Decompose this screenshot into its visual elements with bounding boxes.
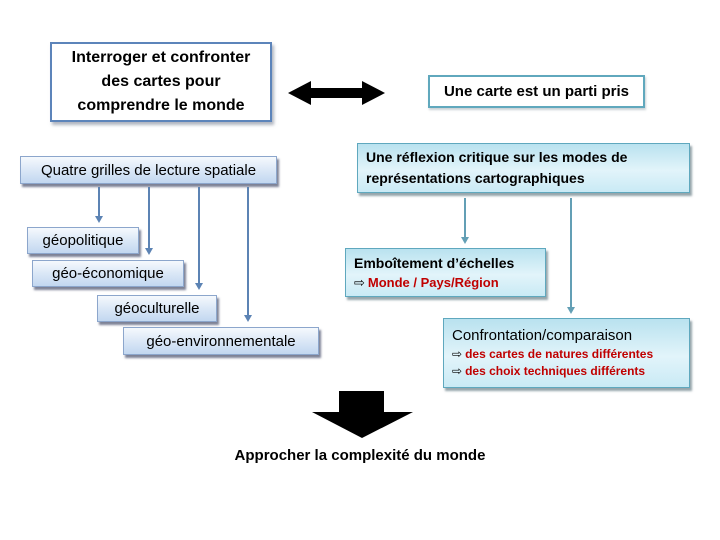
emboitement-bullet-text: Monde / Pays/Région	[367, 274, 499, 290]
title-line: comprendre le monde	[77, 97, 245, 114]
rightwards-arrow-icon: ⇨	[354, 274, 365, 290]
grid-box-geoculturelle: géoculturelle	[97, 295, 217, 322]
confrontation-title: Confrontation/comparaison	[452, 327, 633, 344]
reflexion-line: représentations cartographiques	[366, 170, 585, 186]
confrontation-bullet-text: des choix techniques différents	[465, 364, 646, 378]
connector-arrowhead	[145, 248, 153, 255]
connector-arrowhead	[461, 237, 469, 244]
conclusion-text: Approcher la complexité du monde	[234, 447, 486, 464]
emboitement-box: Emboîtement d’échelles ⇨Monde / Pays/Rég…	[345, 248, 546, 297]
parti-pris-box: Une carte est un parti pris	[428, 75, 645, 108]
grids-title-label: Quatre grilles de lecture spatiale	[40, 161, 257, 179]
grid-label: géo-économique	[52, 265, 164, 282]
grid-label: géo-environnementale	[146, 332, 296, 350]
title-line: des cartes pour	[101, 73, 221, 90]
connector-arrowhead	[195, 283, 203, 290]
connector-arrowhead	[95, 216, 103, 223]
title-line: Interroger et confronter	[71, 49, 251, 66]
rightwards-arrow-icon: ⇨	[452, 347, 463, 361]
grid-box-geo-environnementale: géo-environnementale	[123, 327, 319, 355]
grid-box-geopolitique: géopolitique	[27, 227, 139, 254]
confrontation-bullet: ⇨des cartes de natures différentes	[452, 346, 681, 363]
confrontation-bullet-text: des cartes de natures différentes	[465, 347, 654, 361]
down-arrow-icon	[312, 391, 413, 438]
connector-arrowhead	[244, 315, 252, 322]
reflexion-line: Une réflexion critique sur les modes de	[366, 149, 628, 165]
double-arrow-icon	[288, 81, 385, 105]
rightwards-arrow-icon: ⇨	[452, 364, 463, 378]
grids-title-box: Quatre grilles de lecture spatiale	[20, 156, 277, 184]
emboitement-title: Emboîtement d’échelles	[354, 254, 515, 271]
confrontation-bullet: ⇨des choix techniques différents	[452, 363, 681, 380]
connector-arrowhead	[567, 307, 575, 314]
grid-label: géoculturelle	[114, 300, 200, 317]
confrontation-box: Confrontation/comparaison ⇨des cartes de…	[443, 318, 690, 388]
grid-label: géopolitique	[42, 232, 124, 249]
parti-pris-label: Une carte est un parti pris	[443, 83, 630, 100]
title-box: Interroger et confronter des cartes pour…	[50, 42, 272, 122]
grid-box-geo-economique: géo-économique	[32, 260, 184, 287]
emboitement-bullet: ⇨Monde / Pays/Région	[354, 273, 537, 292]
reflexion-box: Une réflexion critique sur les modes de …	[357, 143, 690, 193]
